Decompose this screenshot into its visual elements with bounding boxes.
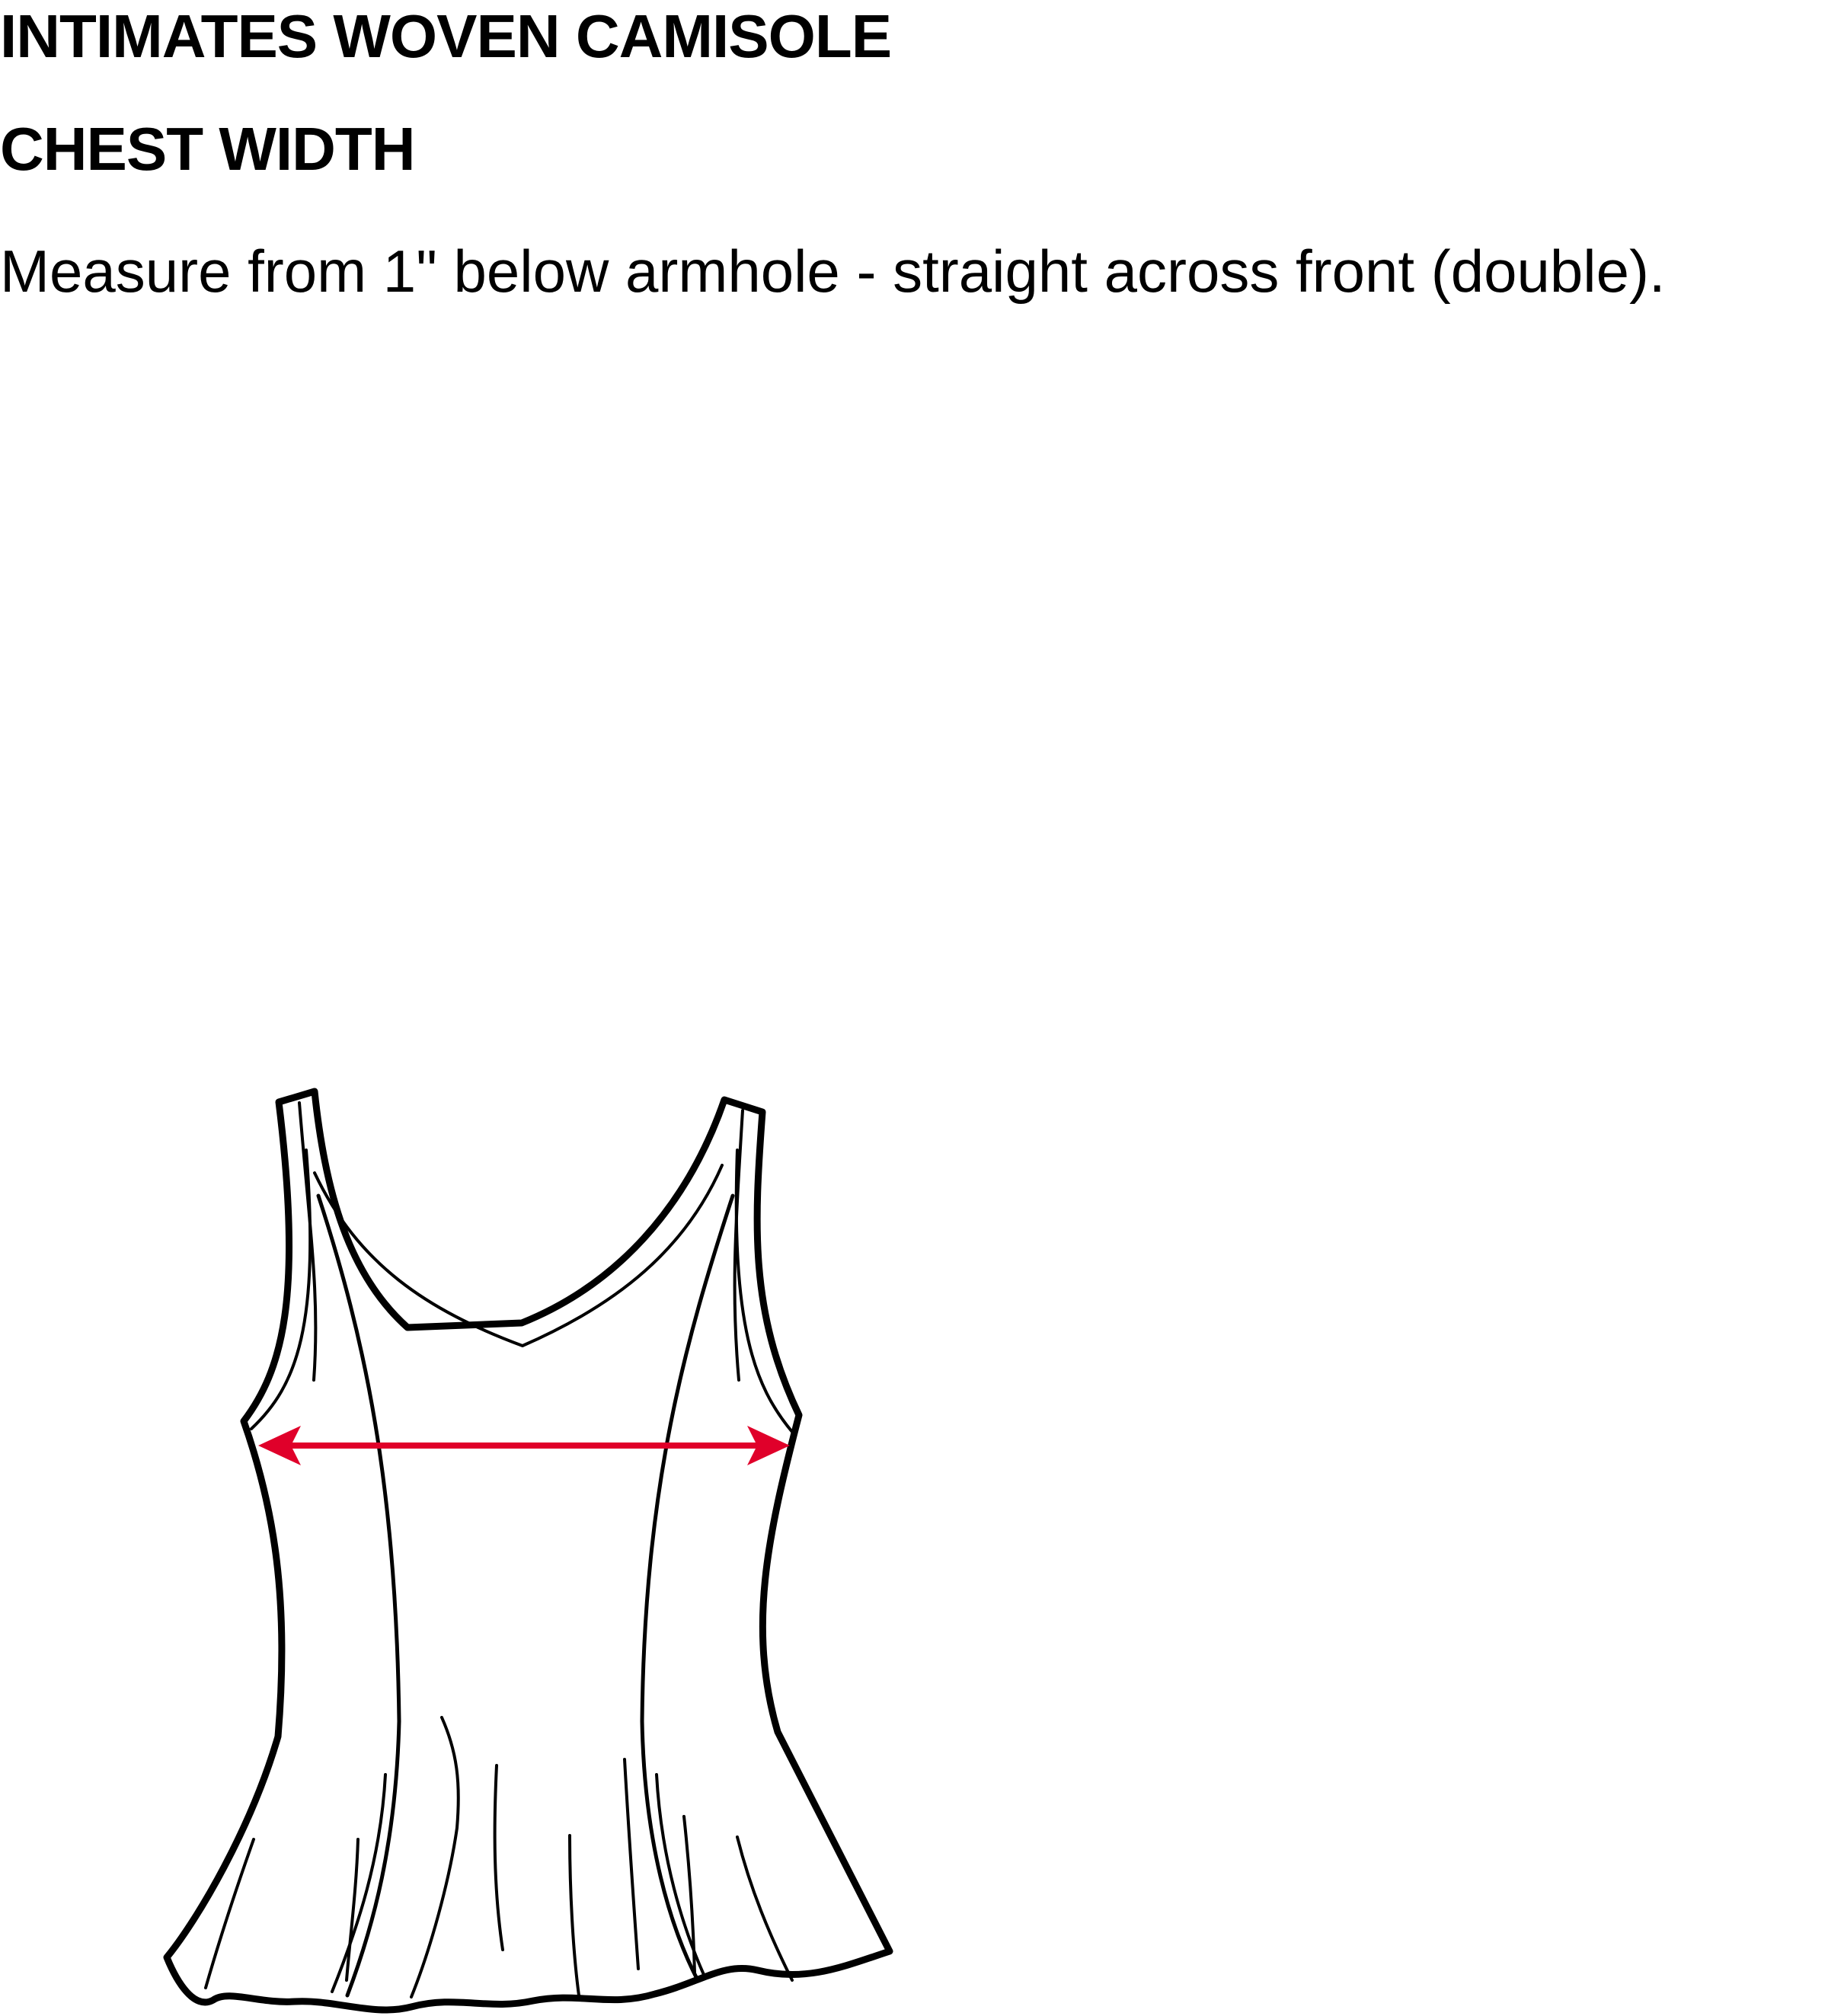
neckline-binding [313,1164,724,1347]
chest-width-arrow [258,1426,790,1465]
arrow-head-left [258,1426,301,1465]
measurement-name: CHEST WIDTH [0,115,416,183]
right-strap-binding [733,1109,744,1382]
flounce-fold-line [493,1764,504,1951]
flounce-fold-line [682,1815,696,1974]
camisole-outline [163,1088,893,2014]
flounce-fold-line [736,1835,794,1982]
flounce-fold-line [623,1758,640,1970]
left-strap-binding [298,1101,318,1382]
page-title: INTIMATES WOVEN CAMISOLE [0,2,892,70]
arrow-head-right [747,1426,790,1465]
flounce-fold-line [345,1838,360,1982]
left-armhole-binding [250,1149,312,1430]
left-princess-seam [316,1193,401,1998]
flounce-fold-line [204,1838,255,1989]
flounce-fold-line [410,1716,460,1998]
right-princess-seam [640,1193,735,1982]
right-princess-seam-stitch [655,1773,706,1978]
right-armhole-binding [734,1149,794,1433]
left-princess-seam-stitch [331,1773,387,1993]
flounce-fold-line [568,1834,580,1997]
measurement-instruction: Measure from 1" below armhole - straight… [0,238,1666,305]
